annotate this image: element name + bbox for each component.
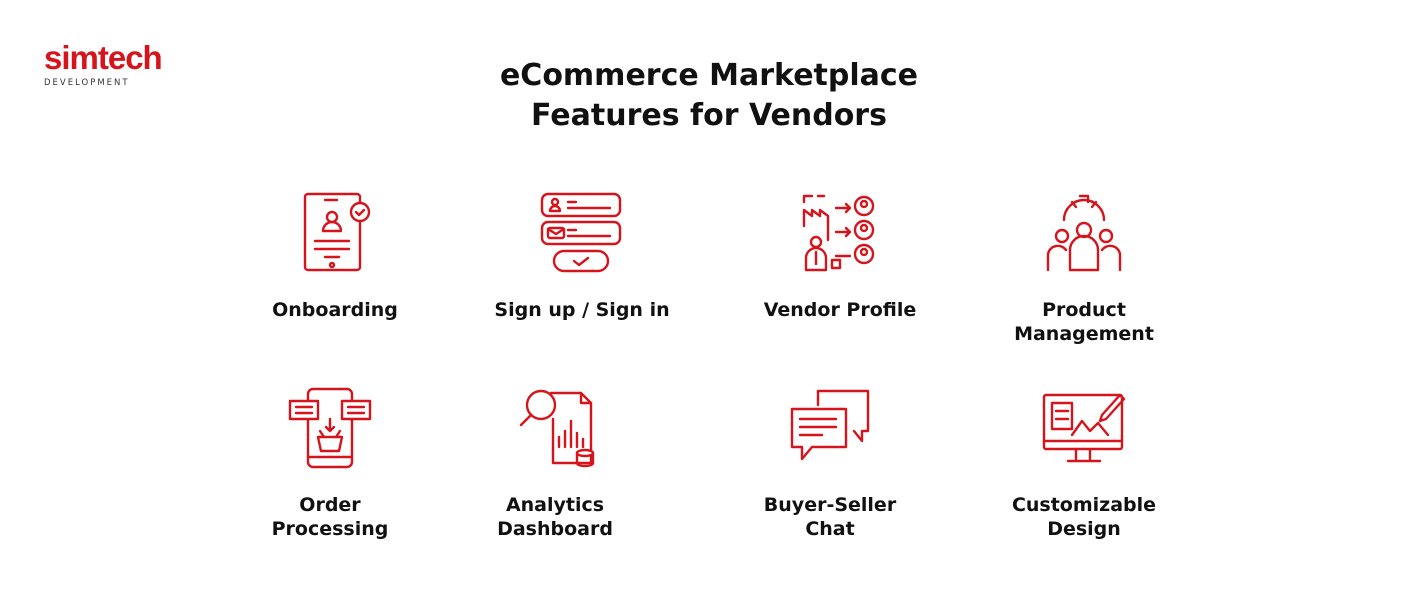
brand-logo[interactable]: simtech DEVELOPMENT (44, 39, 163, 89)
feature-label: Analytics Dashboard (497, 494, 613, 540)
feature-onboarding: Onboarding (225, 190, 445, 322)
feature-signup-signin: Sign up / Sign in (472, 190, 692, 322)
feature-vendor-profile: Vendor Profile (730, 190, 950, 322)
title-line-2: Features for Vendors (531, 98, 887, 133)
title-line-1: eCommerce Marketplace (499, 58, 919, 93)
feature-label: Sign up / Sign in (494, 299, 670, 321)
feature-label: Customizable Design (1011, 494, 1157, 540)
vendor-profile-icon (802, 194, 875, 272)
feature-customizable-design: Customizable Design (974, 385, 1194, 541)
feature-analytics-dashboard: Analytics Dashboard (445, 385, 665, 541)
chat-bubbles-icon (790, 389, 870, 461)
feature-label: Product Management (1014, 299, 1154, 345)
monitor-pencil-icon (1042, 393, 1126, 463)
brand-tagline: DEVELOPMENT (44, 78, 130, 88)
phone-basket-icon (288, 387, 372, 469)
feature-buyer-seller-chat: Buyer-Seller Chat (720, 385, 940, 541)
login-form-icon (540, 192, 622, 273)
team-gear-icon (1046, 194, 1122, 272)
feature-label: Buyer-Seller Chat (763, 494, 897, 540)
feature-label: Order Processing (271, 494, 389, 540)
magnifier-report-icon (519, 389, 595, 468)
tablet-user-check-icon (303, 192, 371, 272)
page-title: eCommerce Marketplace Features for Vendo… (409, 56, 1009, 136)
feature-order-processing: Order Processing (220, 385, 440, 541)
feature-label: Onboarding (272, 299, 398, 321)
brand-name: simtech (44, 39, 163, 76)
feature-label: Vendor Profile (763, 299, 917, 321)
feature-product-management: Product Management (974, 190, 1194, 346)
